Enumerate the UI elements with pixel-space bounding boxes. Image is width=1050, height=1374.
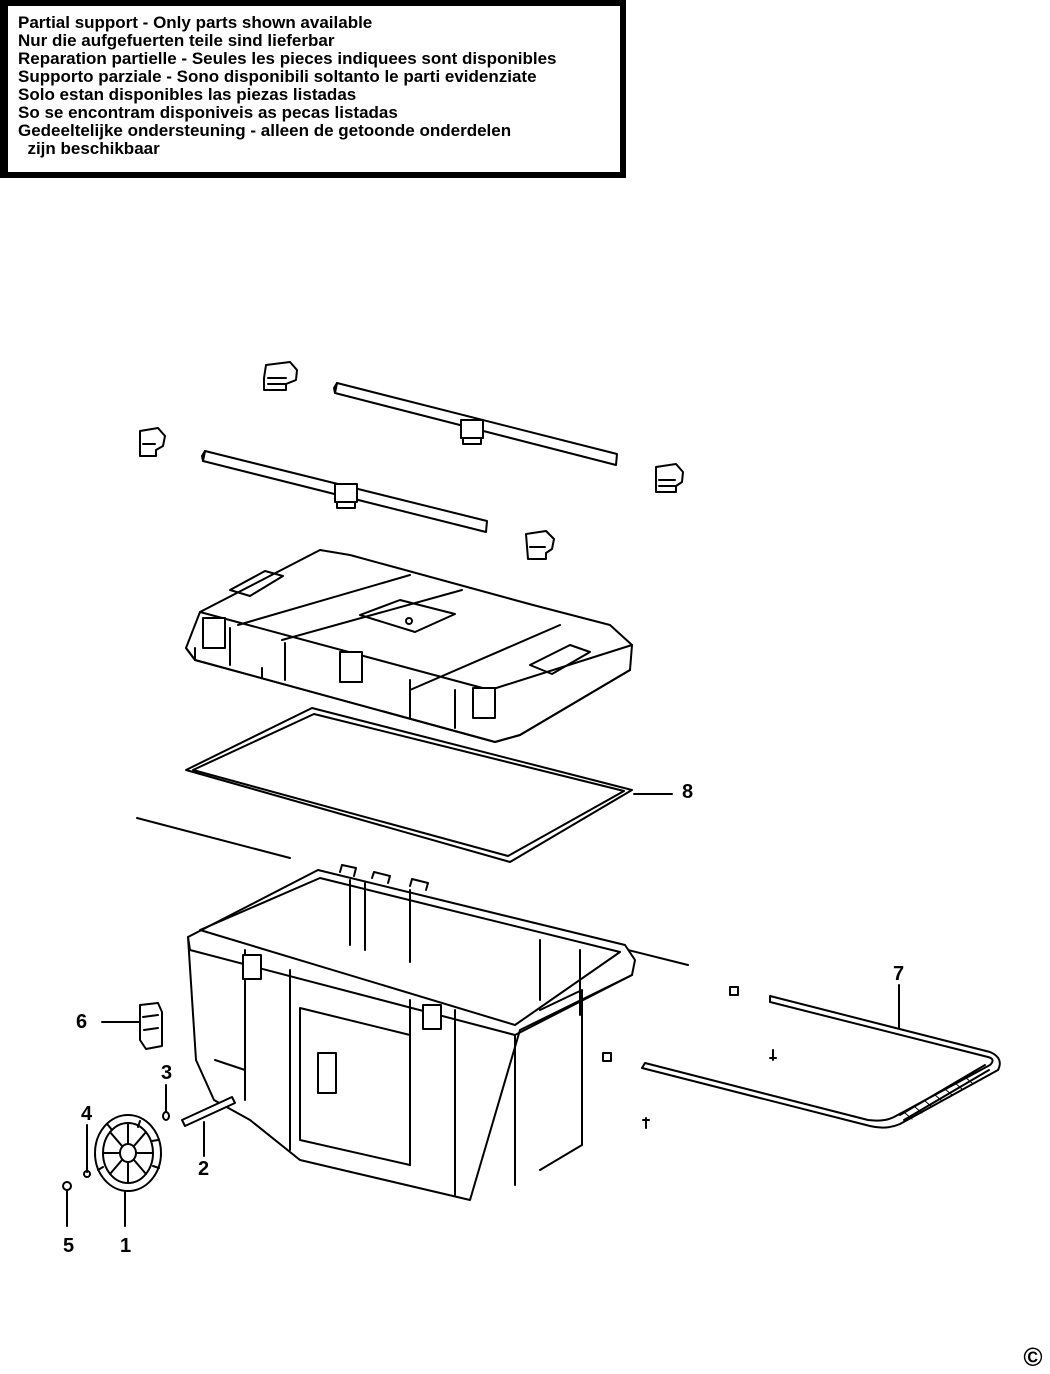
lid-seal (185, 707, 633, 863)
notice-box: Partial support - Only parts shown avail… (0, 0, 626, 178)
callout-2: 2 (198, 1158, 210, 1180)
wheel (94, 1114, 162, 1192)
hinge-clip-c (655, 463, 684, 493)
notice-line-nl-cont: zijn beschikbaar (18, 139, 160, 158)
copyright-symbol: © (1023, 1342, 1043, 1372)
callout-5: 5 (63, 1235, 75, 1257)
callout-8: 8 (682, 781, 694, 803)
notice-line-de: Nur die aufgefuerten teile sind lieferba… (18, 31, 335, 50)
notice-line-it: Supporto parziale - Sono disponibili sol… (18, 67, 537, 86)
notice-line-pt: So se encontram disponiveis as pecas lis… (18, 103, 398, 122)
hinge-rod-lower (201, 450, 488, 533)
retaining-pin (83, 1139, 91, 1178)
axle (181, 1096, 236, 1127)
callout-7: 7 (893, 963, 905, 985)
hinge-pin-long-end (619, 947, 689, 966)
notice-line-en: Partial support - Only parts shown avail… (18, 13, 373, 32)
callout-1: 1 (120, 1235, 132, 1257)
telescopic-handle (641, 995, 1001, 1129)
latch (139, 1002, 163, 1050)
hinge-rod-upper (333, 382, 618, 466)
washer (162, 1111, 170, 1121)
notice-line-fr: Reparation partielle - Seules les pieces… (18, 49, 557, 68)
handle-small-parts (642, 986, 777, 1129)
hinge-pin-long (136, 817, 291, 859)
notice-line-es: Solo estan disponibles las piezas listad… (18, 85, 357, 104)
callout-6: 6 (76, 1011, 88, 1033)
callout-3: 3 (161, 1062, 173, 1084)
hinge-clip-b (139, 427, 166, 457)
hinge-clip-d (525, 530, 555, 560)
hub-cap (62, 1181, 72, 1191)
notice-line-nl: Gedeeltelijke ondersteuning - alleen de … (18, 121, 512, 140)
leader-lines (66, 793, 900, 1227)
callout-4: 4 (81, 1103, 93, 1125)
toolbox-lid (185, 549, 633, 743)
hinge-clip-a (263, 361, 298, 391)
toolbox-base (187, 864, 636, 1201)
